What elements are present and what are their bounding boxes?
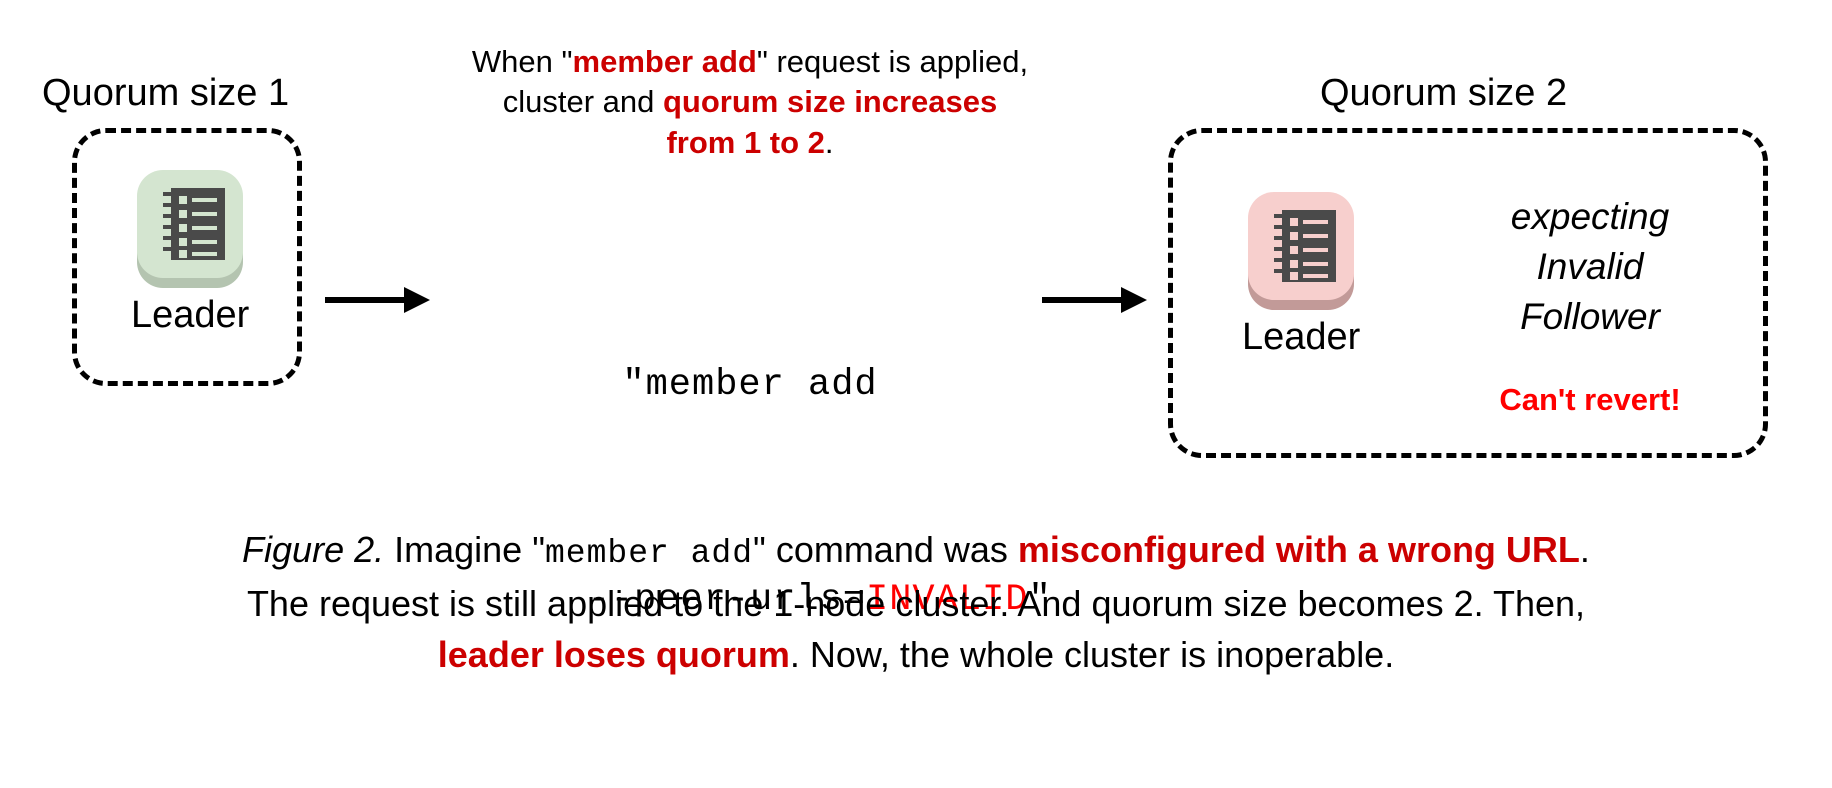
caption-seg-4: . Now, the whole cluster is inoperable. [789,633,1395,675]
caption-highlight-1: misconfigured with a wrong URL [1017,529,1580,570]
annotation-text: When "member add" request is applied, cl… [400,42,1100,163]
right-leader-node: Leader [1242,190,1360,356]
left-node-label: Leader [131,294,250,336]
right-cluster-box [1168,128,1768,458]
right-quorum-heading: Quorum size 2 [1320,72,1568,114]
annot-l1-pre: When " [471,44,573,79]
server-ledger-icon [1246,190,1356,310]
command-invalid-value: INVALID [866,578,1029,621]
annot-l2-pre: cluster and [502,84,663,120]
annot-l1-post: " request is applied, [756,44,1029,79]
caption-seg-2: " command was [753,529,1018,570]
left-quorum-heading: Quorum size 1 [42,72,290,114]
expecting-note: expecting Invalid Follower [1430,192,1750,342]
server-ledger-icon [135,168,245,288]
command-line-1: "member add [622,364,878,407]
figure-caption: Figure 2. Imagine "member add" command w… [0,524,1832,680]
command-flag: --peer-urls= [587,578,867,621]
annot-l3-hl: from 1 to 2 [666,124,825,160]
arrow-right-1 [325,287,430,313]
annotation-line-2: cluster and quorum size increases [400,82,1100,122]
figure-canvas: Quorum size 1 [0,42,1832,680]
command-line-2: --peer-urls=INVALID" [410,520,1090,681]
command-text: "member add --peer-urls=INVALID" [410,252,1090,788]
annotation-line-1: When "member add" request is applied, [400,42,1100,82]
expecting-note-line-3: Follower [1520,295,1660,337]
arrow-right-2 [1042,287,1147,313]
caption-seg-1: Imagine " [384,529,545,570]
caption-line-2: The request is still applied to the 1-no… [246,582,1586,624]
right-node-label: Leader [1242,316,1361,358]
caption-highlight-2: leader loses quorum [437,633,790,675]
caption-seg-3: . [1579,529,1590,570]
caption-line-3: leader loses quorum. Now, the whole clus… [0,629,1832,680]
annot-l2-hl: quorum size increases [663,84,998,120]
command-close-quote: " [1028,578,1052,621]
caption-figure-label: Figure 2. [242,529,385,570]
annot-l3-post: . [824,124,834,160]
caption-line-1: Figure 2. Imagine "member add" command w… [0,524,1832,578]
caption-mono-command: member add [544,535,754,572]
expecting-note-line-2: Invalid [1536,245,1644,287]
cant-revert-warning: Can't revert! [1499,382,1681,417]
annot-l1-hl: member add [572,44,757,79]
left-leader-node: Leader [131,168,249,334]
expecting-note-line-1: expecting [1510,196,1670,237]
annotation-line-3: from 1 to 2. [400,123,1100,163]
left-cluster-box [72,128,302,386]
